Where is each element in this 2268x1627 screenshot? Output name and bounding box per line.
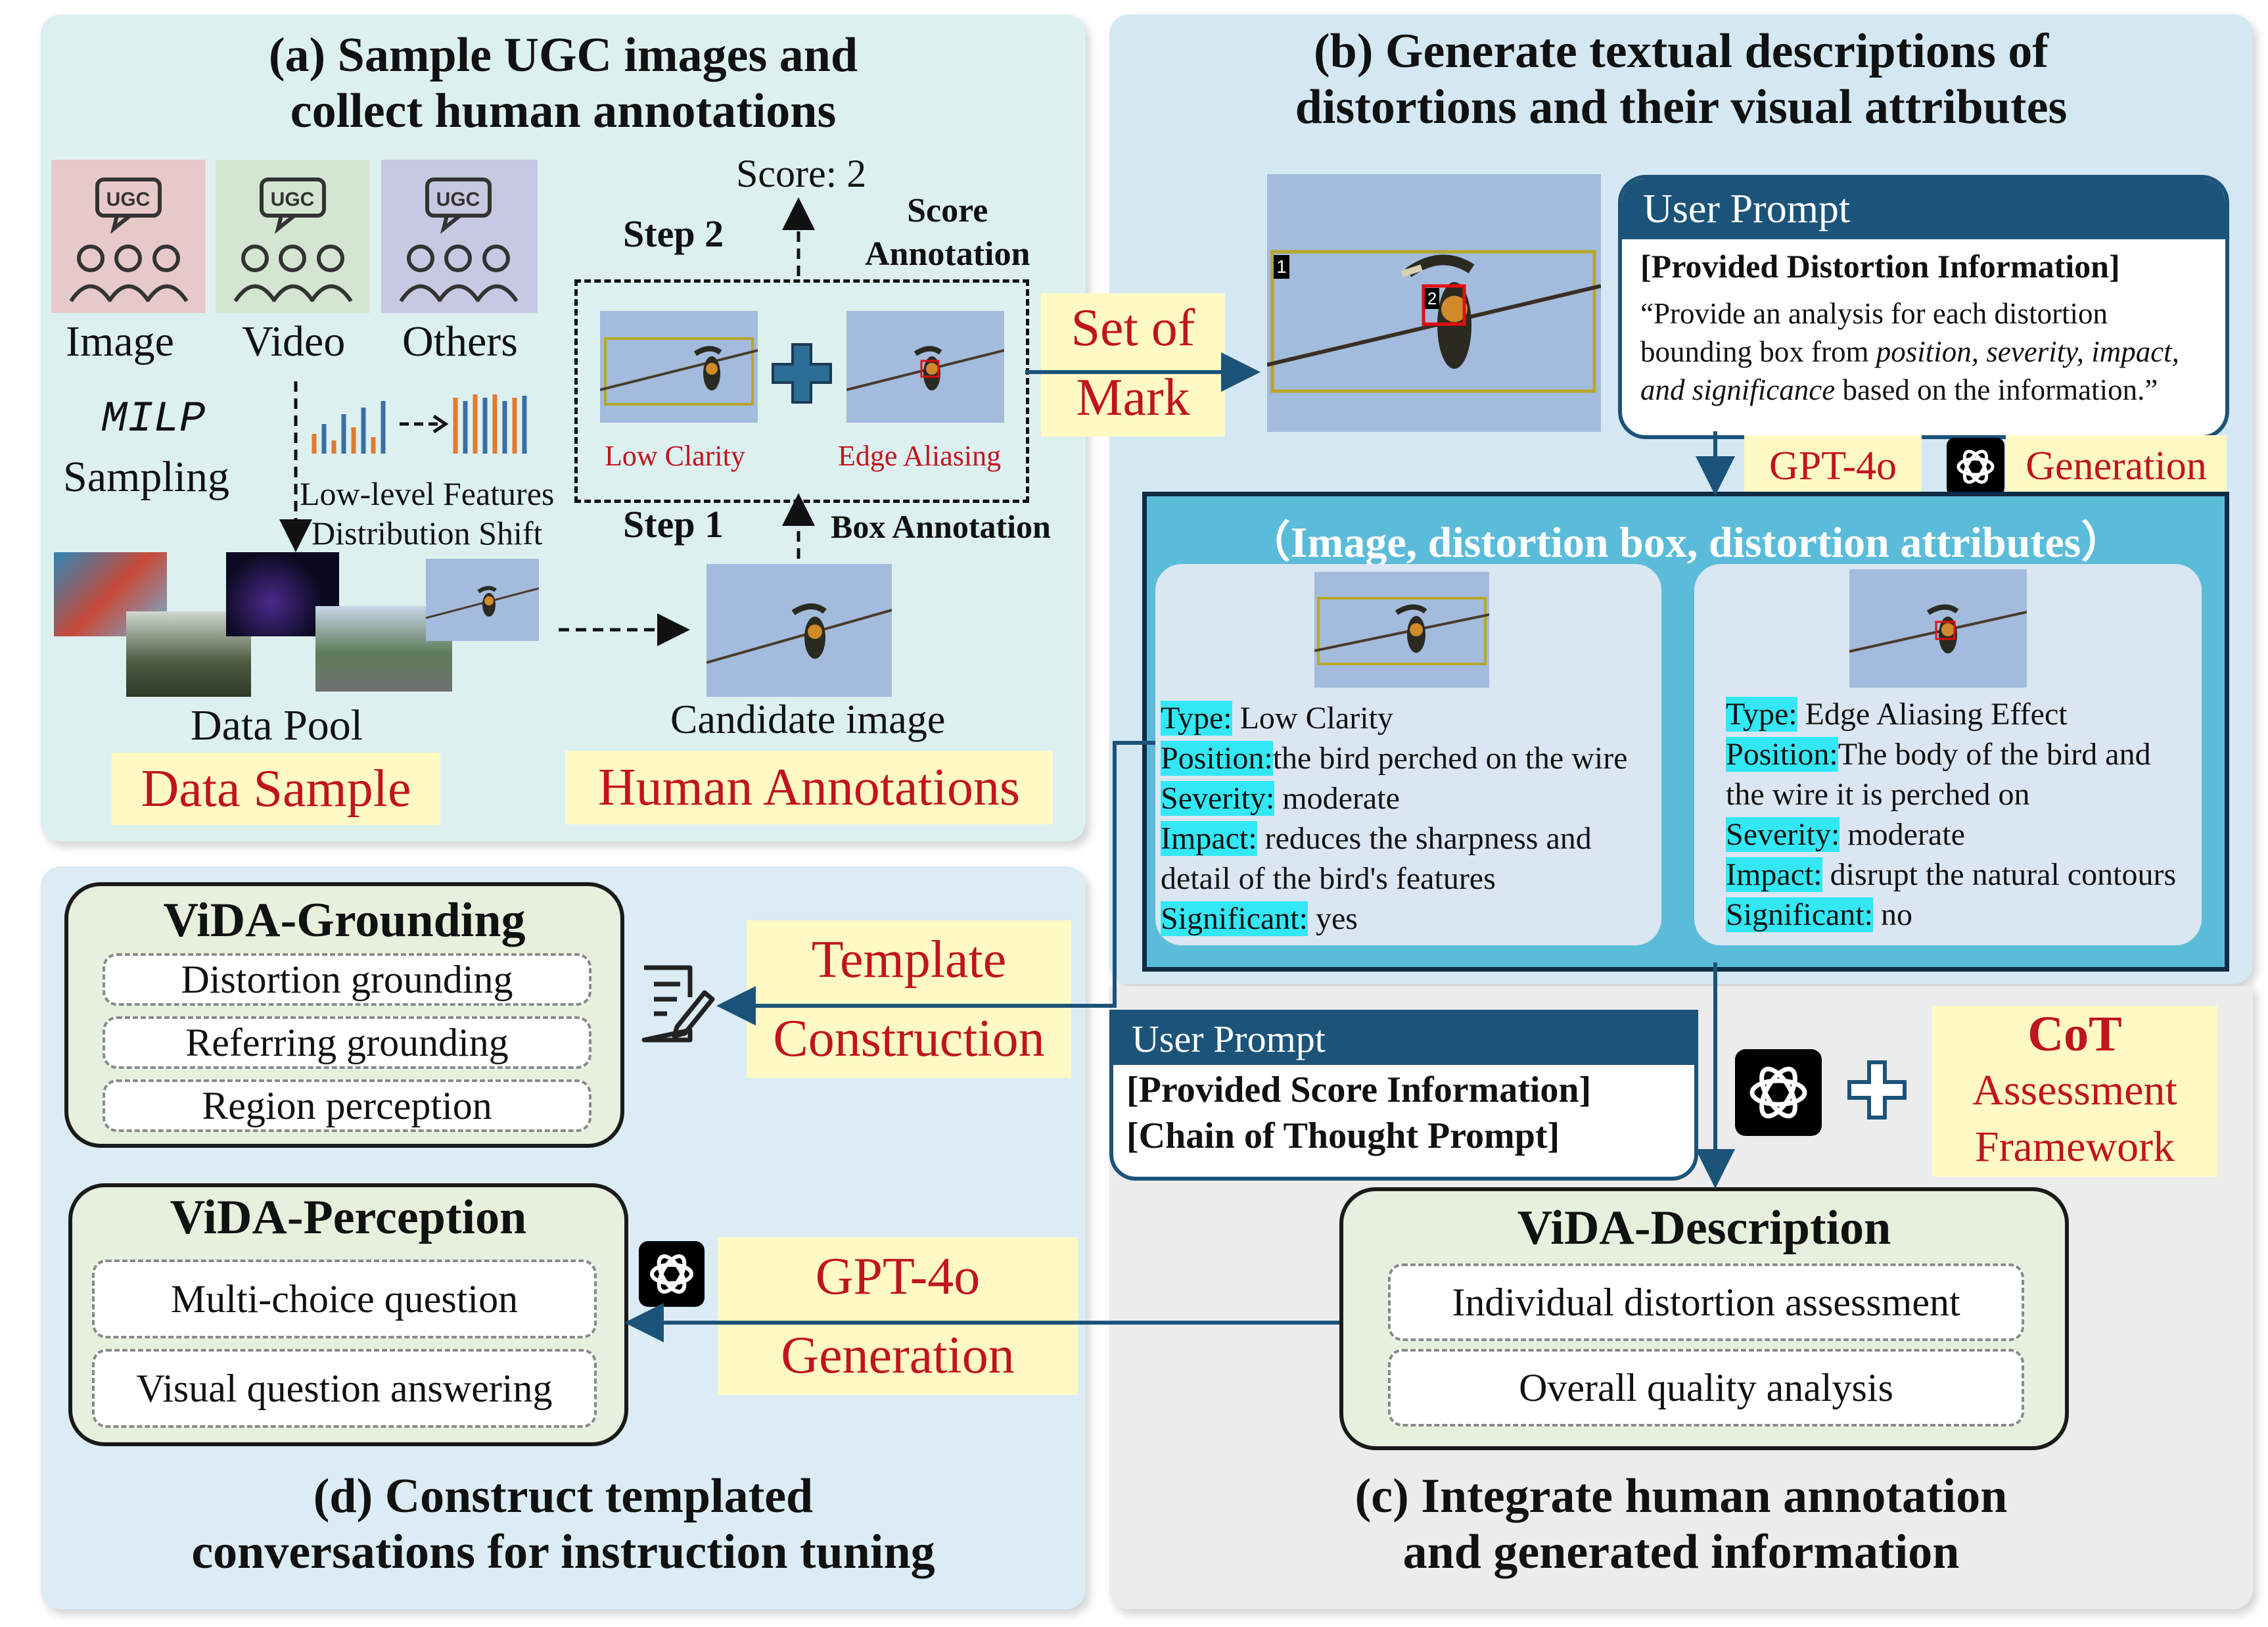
prompt-text: “Provide an analysis for each distortion…: [1640, 297, 2179, 406]
svg-text:UGC: UGC: [271, 189, 315, 210]
vida-description-title: ViDA-Description: [1517, 1201, 1891, 1255]
panel-a: [41, 14, 1086, 841]
bar-chart-icon: [312, 394, 527, 454]
prompt-cot-line: [Chain of Thought Prompt]: [1126, 1116, 1560, 1156]
description-item-1: Individual distortion assessment: [1388, 1263, 2024, 1341]
perception-item-1: Multi-choice question: [92, 1260, 597, 1338]
ugc-crowd-icon: UGC: [233, 177, 353, 302]
document-edit-icon: [631, 961, 716, 1047]
source-tile-image: UGC: [51, 160, 206, 313]
ugc-crowd-icon: UGC: [69, 177, 189, 302]
card1-text: Type: Low Clarity Position:the bird perc…: [1161, 701, 1628, 936]
description-item-2: Overall quality analysis: [1388, 1349, 2024, 1427]
edge-aliasing-label: Edge Aliasing: [838, 440, 1002, 472]
gpt4o-label-b: GPT-4o: [1744, 435, 1922, 497]
pool-image-5: [426, 559, 539, 641]
card1-image: [1314, 572, 1489, 688]
svg-text:UGC: UGC: [106, 189, 150, 210]
grounding-item-3: Region perception: [103, 1079, 591, 1132]
svg-text:UGC: UGC: [436, 189, 480, 210]
plus-icon: [1845, 1058, 1909, 1121]
chatgpt-logo-icon: [1735, 1049, 1822, 1136]
prompt-bold-line: [Provided Distortion Information]: [1640, 248, 2120, 285]
plus-icon: [770, 342, 833, 405]
edge-aliasing-image: [846, 311, 1004, 423]
svg-text:1: 1: [1276, 256, 1287, 277]
vida-perception-title: ViDA-Perception: [170, 1191, 527, 1244]
score-value: Score: 2: [736, 152, 867, 195]
source-label-video: Video: [242, 318, 346, 365]
source-label-image: Image: [66, 318, 174, 365]
user-prompt-header: User Prompt: [1622, 179, 2225, 239]
sampling-label: Sampling: [63, 453, 230, 501]
chatgpt-logo-icon: [639, 1241, 705, 1307]
data-pool-label: Data Pool: [191, 701, 363, 749]
milp-label: MILP: [101, 394, 206, 444]
box-annotation-label: Box Annotation: [831, 508, 1051, 545]
tuple-header: （Image, distortion box, distortion attri…: [1247, 519, 2125, 567]
candidate-image: [706, 564, 892, 697]
user-prompt-card-b: User Prompt [Provided Distortion Informa…: [1618, 175, 2229, 439]
chatgpt-logo-icon: [1947, 438, 2004, 496]
svg-text:2: 2: [1427, 289, 1437, 308]
step1-label: Step 1: [623, 503, 724, 546]
human-annotations-label: Human Annotations: [565, 751, 1053, 824]
step2-label: Step 2: [623, 212, 724, 255]
card2-image: [1849, 569, 2027, 688]
vida-grounding-title: ViDA-Grounding: [163, 893, 526, 947]
grounding-item-1: Distortion grounding: [103, 953, 591, 1006]
prompt-score-line: [Provided Score Information]: [1126, 1070, 1592, 1110]
card2-text: Type: Edge Aliasing Effect Position:The …: [1726, 697, 2177, 932]
ugc-crowd-icon: UGC: [399, 177, 519, 302]
source-tile-video: UGC: [216, 160, 370, 313]
user-prompt-header: User Prompt: [1113, 1014, 1694, 1065]
generation-label-b: Generation: [2006, 435, 2227, 497]
grounding-item-2: Referring grounding: [103, 1016, 591, 1069]
candidate-label: Candidate image: [670, 697, 946, 742]
data-sample-label: Data Sample: [112, 753, 440, 825]
shift-label-2: Distribution Shift: [312, 515, 543, 552]
shift-label-1: Low-level Features: [300, 475, 555, 512]
low-clarity-label: Low Clarity: [605, 440, 745, 472]
set-of-mark-image: 1 2: [1267, 174, 1601, 432]
source-label-others: Others: [402, 318, 518, 365]
source-tile-others: UGC: [381, 160, 538, 313]
low-clarity-image: [600, 311, 758, 423]
user-prompt-card-c: User Prompt [Provided Score Information]…: [1109, 1010, 1698, 1181]
cot-framework-label: CoT Assessment Framework: [1932, 1006, 2217, 1177]
perception-item-2: Visual question answering: [92, 1349, 597, 1428]
